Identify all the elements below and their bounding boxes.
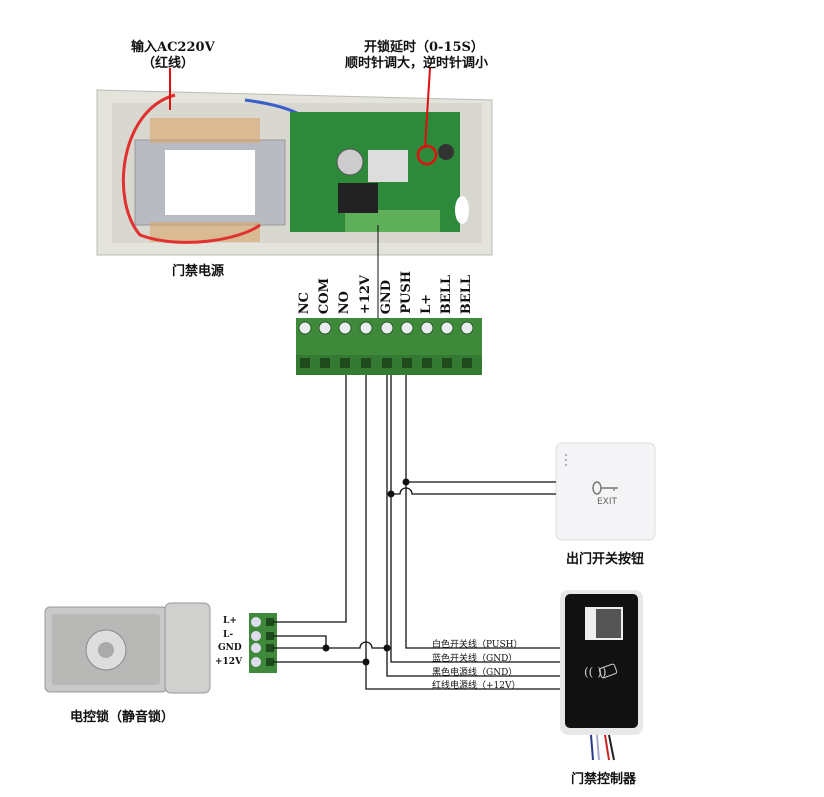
controller-label: 门禁控制器 [571,772,637,787]
terminal-slot [320,358,330,368]
junction-dots [322,478,410,666]
terminal-screw [400,321,414,335]
wire-label-black-gnd: 黑色电源线（GND） [432,668,518,678]
ac-input-note: （红线） [142,56,195,71]
lock-terminal-block [249,613,277,673]
wire-lock-gnd [273,641,387,649]
lock-terminal-12v: +12V [215,657,243,667]
exit-button-label: 出门开关按钮 [566,552,645,567]
lock-terminal-slot [266,644,274,652]
lock-terminal-screw [251,643,261,653]
lock-label: 电控锁（静音锁） [70,710,175,725]
lock-terminal-lminus: L- [223,630,234,640]
terminal-slot [402,358,412,368]
terminal-slot [462,358,472,368]
access-controller-image: (( )) [560,590,643,761]
terminal-label: GND [379,279,394,314]
terminal-screw [359,321,373,335]
terminal-label: PUSH [399,271,414,314]
delay-adjust-label: 顺时针调大，逆时针调小 [345,56,489,71]
lock-terminal-lplus: L+ [223,616,237,626]
delay-pointer-line [424,67,431,149]
terminal-slot [442,358,452,368]
card-icon [598,663,618,679]
delay-potentiometer-circle [416,144,438,166]
terminal-label: +12V [358,274,373,314]
wires [273,375,560,690]
terminal-screw [440,321,454,335]
wire-blue-gnd [390,375,560,663]
terminal-slot [361,358,371,368]
wire-white-push [405,375,560,649]
lock-terminal-screw [251,657,261,667]
lock-terminal-screw [251,617,261,627]
terminal-label: NO [337,290,352,314]
delay-label: 开锁延时（0-15S） [364,40,484,55]
terminal-screw [460,321,474,335]
terminal-screw [380,321,394,335]
terminal-screw [338,321,352,335]
terminal-slot [340,358,350,368]
wire-no-to-lock-lplus [273,375,347,623]
terminal-label: BELL [439,274,454,314]
ac-input-label: 输入AC220V [131,40,215,55]
terminal-slot [422,358,432,368]
terminal-label: L+ [419,293,434,314]
wire-label-red-12v: 红线电源线（+12V） [432,681,521,691]
wire-exit-gnd [391,487,556,495]
exit-text: EXIT [597,497,618,507]
lock-terminal-slot [266,632,274,640]
wire-black-gnd [386,375,560,677]
lock-terminal-slot [266,658,274,666]
wire-label-push: 白色开关线（PUSH） [432,640,523,650]
wire-red-12v [365,375,560,690]
terminal-screw [318,321,332,335]
rfid-wave-icon: (( )) [584,665,607,679]
exit-button-image [555,442,656,541]
key-icon [592,481,618,495]
lock-terminal-screw [251,631,261,641]
lock-terminal-slot [266,618,274,626]
terminal-label: COM [317,277,332,314]
power-supply-label: 门禁电源 [172,264,225,279]
terminal-slot [300,358,310,368]
terminal-slot [382,358,392,368]
terminal-screw [298,321,312,335]
terminal-block [296,318,482,375]
wire-label-blue-gnd: 蓝色开关线（GND） [432,654,518,664]
terminal-label: BELL [459,274,474,314]
power-supply-image [96,89,493,256]
lock-terminal-gnd: GND [218,643,242,653]
electric-lock-image [44,602,211,694]
terminal-screw [420,321,434,335]
terminal-label: NC [297,291,312,314]
